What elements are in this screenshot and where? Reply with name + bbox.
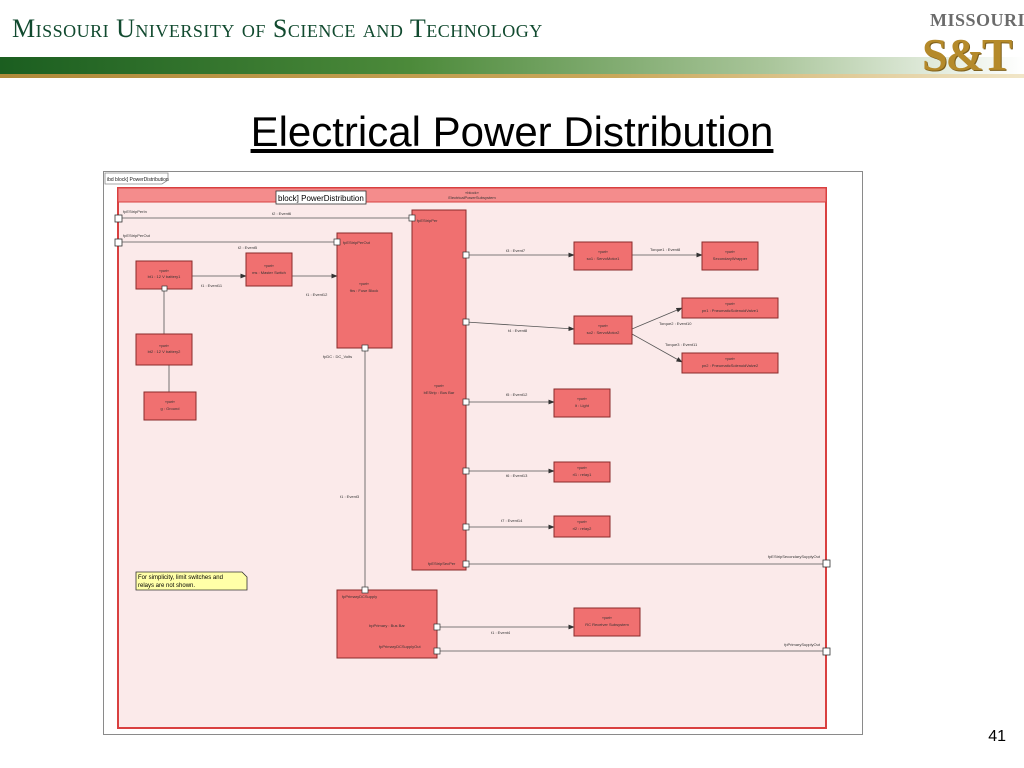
svg-text:pn1 : PneumaticSolenoidValve1: pn1 : PneumaticSolenoidValve1 (702, 308, 759, 313)
svg-text:fpEStripPerIn: fpEStripPerIn (123, 209, 147, 214)
svg-text:«part»: «part» (159, 269, 169, 273)
svg-text:fpPrimaryDCSupplyOut: fpPrimaryDCSupplyOut (379, 644, 421, 649)
svg-text:fpPrimaryDCSupply: fpPrimaryDCSupply (342, 594, 377, 599)
svg-text:RC Receiver Subsystem: RC Receiver Subsystem (585, 622, 629, 627)
block-pneumatic1: «part» pn1 : PneumaticSolenoidValve1 (681, 297, 779, 319)
note-line-1: For simplicity, limit switches and (138, 575, 223, 581)
power-distribution-diagram: ibd block] PowerDistribution «block» Ele… (104, 172, 831, 729)
svg-text:«part»: «part» (598, 324, 608, 328)
connector-label-6: Torque1 : Event8 (650, 247, 681, 252)
connector-label-14: t1 : Event4 (491, 630, 511, 635)
connector-label-2: t2 : Event5 (238, 245, 258, 250)
svg-text:«part»: «part» (598, 250, 608, 254)
svg-text:fpEStripPer: fpEStripPer (417, 218, 438, 223)
block-label-callout: block] PowerDistribution (275, 190, 367, 205)
connector-lines (122, 217, 823, 652)
svg-text:«part»: «part» (725, 357, 735, 361)
block-pneumatic2: «part» pn2 : PneumaticSolenoidValve2 (681, 352, 779, 374)
block-bus-bar: fpEStripPer «part» bEStrip : Bus Bar fpE… (411, 209, 467, 571)
note-simplicity: For simplicity, limit switches and relay… (135, 571, 248, 591)
svg-text:«part»: «part» (577, 520, 587, 524)
svg-text:bEStrip : Bus Bar: bEStrip : Bus Bar (424, 390, 455, 395)
connector-label-12: t7 : Event14 (501, 518, 523, 523)
svg-text:fpEStripPerOut: fpEStripPerOut (123, 233, 151, 238)
svg-text:«part»: «part» (159, 344, 169, 348)
outer-block: «block» ElectricalPowerSubsystem (117, 187, 827, 729)
connector-label-3: t1 : Event11 (201, 283, 223, 288)
svg-text:«part»: «part» (434, 384, 444, 388)
header-gold-line (0, 74, 1024, 78)
slide-number: 41 (988, 728, 1006, 745)
svg-text:fpDC : DC_Volts: fpDC : DC_Volts (323, 354, 352, 359)
block-light: «part» lt : Light (553, 388, 611, 418)
connector-label-4: t1 : Event12 (306, 292, 328, 297)
block-servo2: «part» so2 : ServoMotor2 (573, 315, 633, 345)
svg-text:«part»: «part» (725, 302, 735, 306)
svg-text:g : Ground: g : Ground (161, 406, 180, 411)
frame-tab: ibd block] PowerDistribution (104, 172, 169, 185)
header-green-bar (0, 57, 1024, 74)
note-line-2: relays are not shown. (138, 583, 195, 589)
block-primary-bus: fpPrimaryDCSupply bpPrimary : Bus Bar fp… (336, 589, 438, 659)
svg-text:«part»: «part» (165, 400, 175, 404)
svg-text:«part»: «part» (602, 616, 612, 620)
svg-text:rl1 : relay1: rl1 : relay1 (573, 472, 592, 477)
svg-text:fpEStripSecPer: fpEStripSecPer (428, 561, 456, 566)
svg-text:fbs : Fuse Block: fbs : Fuse Block (350, 288, 378, 293)
svg-text:fpEStripPerOut: fpEStripPerOut (343, 240, 371, 245)
logo-st-mark: S&T (922, 29, 1013, 80)
slide-title: Electrical Power Distribution (250, 108, 774, 155)
block-rc-receiver: «part» RC Receiver Subsystem (573, 607, 641, 637)
block-ground: «part» g : Ground (143, 391, 197, 421)
svg-text:so2 : ServoMotor2: so2 : ServoMotor2 (587, 330, 620, 335)
block-battery2: «part» bt2 : 12 V battery2 (135, 333, 193, 366)
port-strip-per-in: fpEStripPerIn (114, 209, 147, 223)
svg-text:bpPrimary : Bus Bar: bpPrimary : Bus Bar (369, 623, 405, 628)
logo-missouri-text: MISSOURI (930, 10, 1024, 30)
svg-text:«part»: «part» (725, 250, 735, 254)
svg-text:«part»: «part» (264, 264, 274, 268)
svg-text:bt1 : 12 V battery1: bt1 : 12 V battery1 (148, 274, 181, 279)
diagram-frame: ibd block] PowerDistribution «block» Ele… (103, 171, 863, 735)
svg-text:rl2 : relay2: rl2 : relay2 (573, 526, 592, 531)
port-markers (161, 214, 470, 655)
slide-header: Missouri University of Science and Techn… (0, 0, 1024, 90)
svg-text:SecondaryWrapper: SecondaryWrapper (713, 256, 748, 261)
svg-text:«part»: «part» (577, 466, 587, 470)
svg-text:pn2 : PneumaticSolenoidValve2: pn2 : PneumaticSolenoidValve2 (702, 363, 759, 368)
svg-text:«part»: «part» (359, 282, 369, 286)
connector-label-13: t1 : Event3 (340, 494, 360, 499)
university-name: Missouri University of Science and Techn… (12, 14, 543, 43)
port-strip-secondary-out: fpEStripSecondarySupplyOut (768, 554, 831, 568)
connector-label-11: t6 : Event13 (506, 473, 528, 478)
connector-label-9: Torque3 : Event11 (665, 342, 698, 347)
connector-label-8: Torque2 : Event10 (659, 321, 692, 326)
port-strip-per-out: fpEStripPerOut (114, 233, 151, 247)
connector-label-10: t5 : Event12 (506, 392, 528, 397)
outer-block-name: ElectricalPowerSubsystem (448, 195, 496, 200)
block-servo1: «part» so1 : ServoMotor1 (573, 241, 633, 271)
block-relay2: «part» rl2 : relay2 (553, 515, 611, 538)
svg-text:fpEStripSecondarySupplyOut: fpEStripSecondarySupplyOut (768, 554, 821, 559)
svg-text:bt2 : 12 V battery2: bt2 : 12 V battery2 (148, 349, 181, 354)
svg-text:lt : Light: lt : Light (575, 403, 590, 408)
connector-label-5: t3 : Event7 (506, 248, 526, 253)
connector-label-7: t4 : Event8 (508, 328, 528, 333)
block-secondary-wrapper: «part» SecondaryWrapper (701, 241, 759, 271)
svg-text:ms : Master Switch: ms : Master Switch (252, 270, 286, 275)
block-master-switch: «part» ms : Master Switch (245, 252, 293, 287)
outer-stereotype: «block» (465, 190, 480, 195)
connector-label-1: t2 : Event6 (272, 211, 292, 216)
port-primary-supply-out: fpPrimarySupplyOut (784, 642, 831, 656)
svg-text:«part»: «part» (577, 397, 587, 401)
svg-text:fpPrimarySupplyOut: fpPrimarySupplyOut (784, 642, 821, 647)
block-relay1: «part» rl1 : relay1 (553, 461, 611, 483)
frame-label: ibd block] PowerDistribution (107, 177, 169, 183)
block-battery1: «part» bt1 : 12 V battery1 (135, 260, 193, 290)
block-label: block] PowerDistribution (278, 194, 364, 203)
svg-text:so1 : ServoMotor1: so1 : ServoMotor1 (587, 256, 620, 261)
